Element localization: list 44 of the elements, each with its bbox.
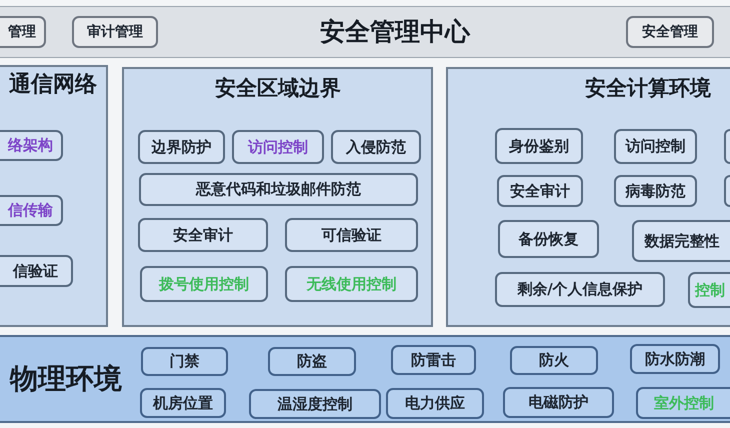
item-box: 电磁防护: [503, 387, 614, 418]
item-box: 恶意代码和垃圾邮件防范: [139, 173, 418, 206]
item-box: 边界防护: [138, 130, 225, 164]
item-box: 访问控制: [232, 130, 324, 164]
item-box: 备份恢复: [498, 220, 599, 258]
item-box: 可信验证: [285, 218, 418, 252]
panel-title: 安全区域边界: [214, 76, 342, 102]
item-box: 防火: [510, 346, 598, 375]
item-box: 络架构: [0, 130, 63, 161]
item-box: 拨号使用控制: [140, 266, 268, 302]
item-box: 安全审计: [138, 218, 268, 252]
item-box: 安全管理: [626, 16, 714, 48]
item-box: 入侵防范: [331, 130, 421, 164]
panel: [122, 67, 433, 327]
panel-title: 安全计算环境: [584, 76, 712, 102]
item-box: 审计管理: [72, 16, 158, 48]
item-box: 剩余/个人信息保护: [495, 272, 665, 307]
item-box: 安全审计: [497, 175, 583, 207]
item-box: 信验证: [0, 255, 73, 287]
item-box: 机房位置: [140, 388, 226, 418]
item-box: 控制: [688, 272, 730, 308]
item-box: 数据完整性: [632, 220, 730, 262]
item-box: 防雷击: [391, 345, 476, 375]
panel: [446, 67, 730, 327]
band: [0, 6, 730, 58]
item-box: 访问控制: [614, 129, 697, 164]
item-box: 温湿度控制: [249, 389, 381, 419]
item-box: 无线使用控制: [285, 266, 418, 302]
item-box: 电力供应: [386, 388, 484, 419]
item-box: [724, 175, 730, 207]
item-box: 管理: [0, 16, 46, 48]
band: [0, 335, 730, 423]
band-title: 安全管理中心: [319, 17, 472, 47]
panel-title: 通信网络: [8, 72, 98, 98]
item-box: [724, 129, 730, 164]
item-box: 防水防潮: [630, 344, 720, 374]
item-box: 信传输: [0, 195, 63, 226]
item-box: 防盗: [268, 347, 356, 376]
band-title: 物理环境: [8, 362, 123, 396]
item-box: 室外控制: [636, 387, 730, 419]
panel: [0, 65, 108, 327]
item-box: 身份鉴别: [495, 128, 583, 164]
item-box: 门禁: [141, 347, 228, 376]
item-box: 病毒防范: [614, 175, 697, 207]
